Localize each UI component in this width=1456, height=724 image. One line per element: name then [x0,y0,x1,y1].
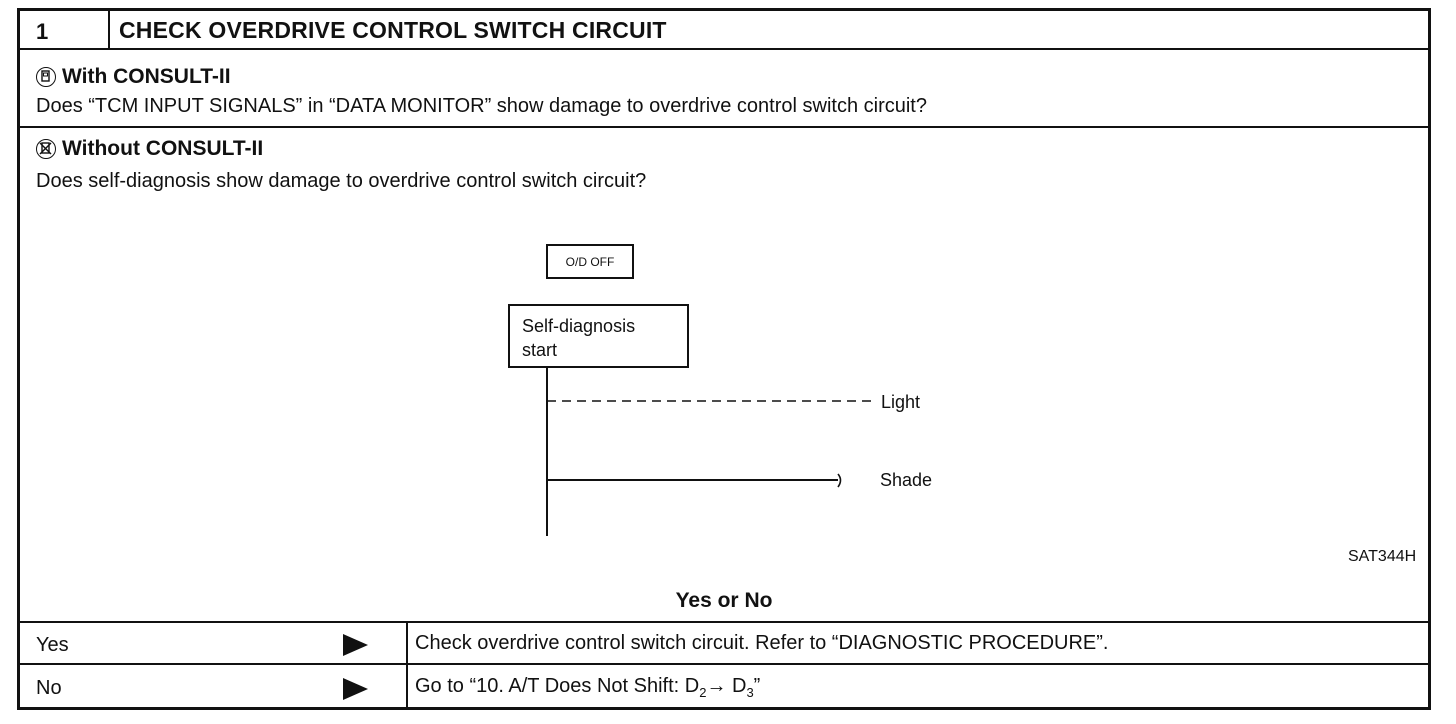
action-no-sub2: 3 [746,685,754,700]
without-consult-title: Without CONSULT-II [62,137,264,160]
no-consult-icon [36,139,56,159]
diagnostic-step-table: 1 CHECK OVERDRIVE CONTROL SWITCH CIRCUIT… [17,8,1431,710]
od-off-label: O/D OFF [565,254,615,269]
od-off-indicator: O/D OFF [546,244,634,279]
answer-yes: Yes [36,634,69,656]
row-divider [20,663,1428,665]
action-no-prefix: Go to “10. A/T Does Not Shift: D [415,675,700,697]
with-consult-title: With CONSULT-II [62,65,231,88]
self-diagnosis-start-box: Self-diagnosis start [508,304,689,368]
with-consult-heading: With CONSULT-II [36,65,231,89]
light-shade-timing-diagram [546,368,872,536]
arrow-right-icon [343,634,368,656]
self-diagnosis-line2: start [522,340,558,360]
shade-line-end [837,473,842,488]
shade-label: Shade [880,470,933,490]
consult-tool-icon [36,67,56,87]
action-no-sub1: 2 [699,685,707,700]
without-consult-question: Does self-diagnosis show damage to overd… [36,170,647,192]
arrow-right-icon [343,678,368,700]
decision-prompt: Yes or No [675,589,773,612]
self-diagnosis-line1: Self-diagnosis [522,316,636,336]
action-no-suffix: ” [753,675,761,697]
answer-no: No [36,677,62,699]
step-number: 1 [36,19,49,44]
action-no-arrow: → D [706,675,747,697]
light-label: Light [881,392,921,412]
figure-code: SAT344H [1348,548,1417,565]
action-yes: Check overdrive control switch circuit. … [415,632,1109,654]
action-no: Go to “10. A/T Does Not Shift: D2→ D3” [415,675,760,700]
with-consult-question: Does “TCM INPUT SIGNALS” in “DATA MONITO… [36,95,927,117]
without-consult-heading: Without CONSULT-II [36,137,263,161]
row-divider [20,126,1428,128]
row-divider [20,48,1428,50]
row-divider [20,621,1428,623]
answer-divider [406,621,408,710]
header-divider [108,11,110,48]
step-title: CHECK OVERDRIVE CONTROL SWITCH CIRCUIT [119,17,667,43]
